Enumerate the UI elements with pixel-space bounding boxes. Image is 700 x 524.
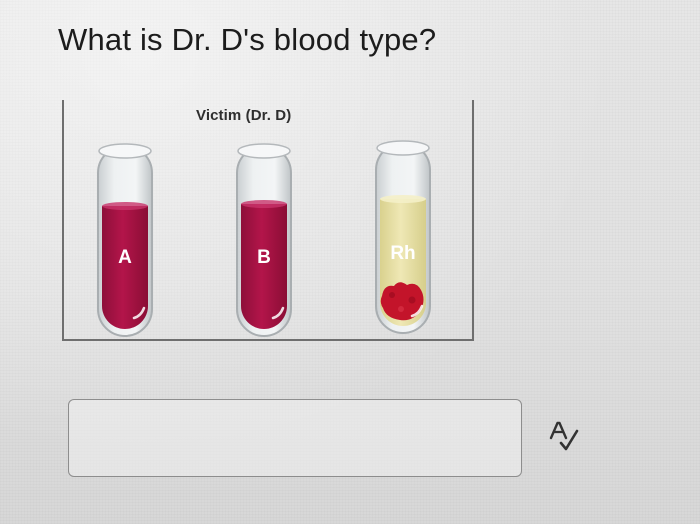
- spellcheck-icon[interactable]: [547, 419, 581, 453]
- tube-b: B: [236, 143, 292, 337]
- tube-a-blood: [102, 206, 148, 329]
- question-title: What is Dr. D's blood type?: [58, 22, 437, 57]
- tube-rh-label: Rh: [390, 243, 415, 264]
- tube-b-blood: [241, 204, 287, 329]
- tube-a-label: A: [118, 247, 132, 268]
- figure-caption: Victim (Dr. D): [196, 107, 292, 124]
- tube-rh: Rh: [375, 140, 431, 334]
- figure-frame: [62, 100, 474, 341]
- tube-b-label: B: [257, 247, 271, 268]
- tube-a: A: [97, 143, 153, 337]
- answer-input[interactable]: [68, 399, 522, 477]
- tube-rh-agglutination-clump: [380, 282, 424, 321]
